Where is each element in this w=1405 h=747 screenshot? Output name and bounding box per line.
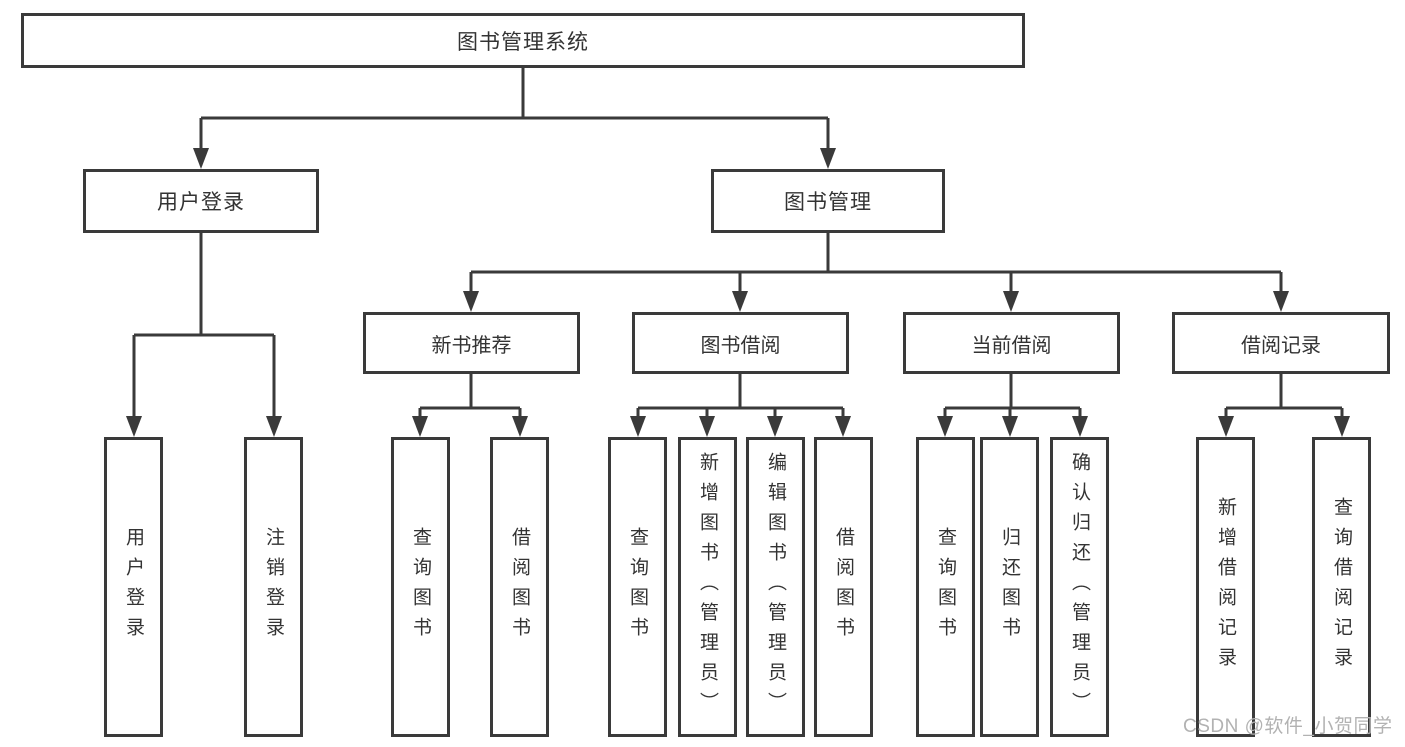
node-user-login-module: 用户登录 [83, 169, 319, 233]
node-current-borrow: 当前借阅 [903, 312, 1120, 374]
leaf-return-book: 归还图书 [980, 437, 1039, 737]
node-borrow-record: 借阅记录 [1172, 312, 1390, 374]
arrowhead [1003, 291, 1019, 312]
leaf-query-book-1: 查询图书 [391, 437, 450, 737]
node-label: 当前借阅 [971, 334, 1052, 357]
node-label: 新书推荐 [431, 334, 512, 357]
leaf-label: 确认归还（管理员） [1069, 452, 1090, 722]
node-root-system: 图书管理系统 [21, 13, 1025, 68]
leaf-query-book-3: 查询图书 [916, 437, 975, 737]
arrowhead [1072, 416, 1088, 437]
arrowhead [126, 416, 142, 437]
arrowhead [630, 416, 646, 437]
node-label: 图书管理 [784, 191, 872, 214]
arrowhead [512, 416, 528, 437]
leaf-label: 查询图书 [410, 527, 431, 647]
arrowhead [732, 291, 748, 312]
leaf-confirm-return-admin: 确认归还（管理员） [1050, 437, 1109, 737]
leaf-label: 查询图书 [627, 527, 648, 647]
leaf-edit-book-admin: 编辑图书（管理员） [746, 437, 805, 737]
arrowhead [266, 416, 282, 437]
arrowhead [937, 416, 953, 437]
node-book-management-module: 图书管理 [711, 169, 945, 233]
arrowhead [835, 416, 851, 437]
leaf-add-book-admin: 新增图书（管理员） [678, 437, 737, 737]
node-label: 图书管理系统 [457, 30, 589, 54]
leaf-label: 查询借阅记录 [1331, 497, 1352, 677]
arrowhead [1002, 416, 1018, 437]
arrowhead [1218, 416, 1234, 437]
node-label: 图书借阅 [700, 334, 781, 357]
leaf-label: 归还图书 [999, 527, 1020, 647]
leaf-add-borrow-record: 新增借阅记录 [1196, 437, 1255, 737]
arrowhead [820, 148, 836, 169]
arrowhead [699, 416, 715, 437]
node-label: 借阅记录 [1241, 334, 1321, 357]
arrowhead [412, 416, 428, 437]
leaf-label: 新增图书（管理员） [697, 452, 718, 722]
leaf-label: 编辑图书（管理员） [765, 452, 786, 722]
leaf-label: 借阅图书 [509, 527, 530, 647]
leaf-label: 注销登录 [263, 527, 284, 647]
node-book-borrow: 图书借阅 [632, 312, 849, 374]
arrowhead [1273, 291, 1289, 312]
node-label: 用户登录 [157, 191, 245, 214]
leaf-label: 用户登录 [123, 527, 144, 647]
leaf-query-borrow-record: 查询借阅记录 [1312, 437, 1371, 737]
arrowhead [463, 291, 479, 312]
leaf-logout: 注销登录 [244, 437, 303, 737]
leaf-query-book-2: 查询图书 [608, 437, 667, 737]
node-new-book-recommend: 新书推荐 [363, 312, 580, 374]
leaf-label: 借阅图书 [833, 527, 854, 647]
leaf-label: 查询图书 [935, 527, 956, 647]
csdn-watermark: CSDN @软件_小贺同学 [1183, 716, 1393, 737]
leaf-borrow-book-2: 借阅图书 [814, 437, 873, 737]
arrowhead [193, 148, 209, 169]
leaf-user-login: 用户登录 [104, 437, 163, 737]
arrowhead [1334, 416, 1350, 437]
leaf-borrow-book-1: 借阅图书 [490, 437, 549, 737]
arrowhead [767, 416, 783, 437]
leaf-label: 新增借阅记录 [1215, 497, 1236, 677]
